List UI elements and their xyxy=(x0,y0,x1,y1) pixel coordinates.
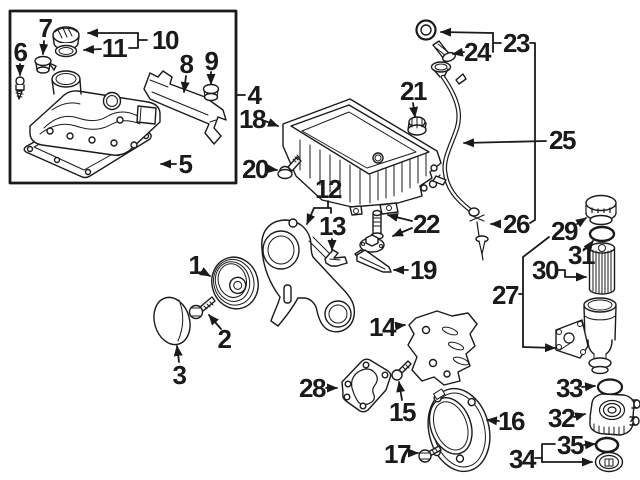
part-valve-cover xyxy=(29,62,161,156)
callout-label-12: 12 xyxy=(315,174,342,204)
callout-label-11: 11 xyxy=(101,33,128,63)
callout-label-10: 10 xyxy=(152,25,179,55)
callout-label-33: 33 xyxy=(556,373,583,403)
callout-label-30: 30 xyxy=(532,255,559,285)
callout-label-24: 24 xyxy=(464,37,491,67)
part-pulley-bolt xyxy=(188,296,216,320)
callout-label-17: 17 xyxy=(384,439,411,469)
callout-label-22: 22 xyxy=(413,209,440,239)
callout-label-19: 19 xyxy=(410,255,437,285)
callout-label-13: 13 xyxy=(319,211,346,241)
part-oil-pan xyxy=(282,98,442,216)
callout-label-27: 27 xyxy=(492,280,519,310)
callout-label-15: 15 xyxy=(389,397,416,427)
callout-label-25: 25 xyxy=(549,125,576,155)
callout-label-32: 32 xyxy=(548,403,575,433)
callout-label-34: 34 xyxy=(509,444,536,474)
part-dipstick-guide-tube xyxy=(432,73,473,213)
part-retaining-clip xyxy=(324,249,348,267)
part-dipstick-lower-tube xyxy=(468,207,489,261)
callout-label-9: 9 xyxy=(204,46,219,76)
part-cover-bolt-15 xyxy=(391,360,412,381)
part-baffle-plate xyxy=(143,70,227,145)
callout-label-14: 14 xyxy=(369,312,396,342)
callout-label-20: 20 xyxy=(242,154,269,184)
part-oil-filter-housing xyxy=(555,297,617,375)
part-vacuum-pump-plate xyxy=(341,358,392,413)
callout-label-1: 1 xyxy=(188,250,203,280)
part-filter-cap-oring xyxy=(588,225,616,243)
part-oil-filter-element xyxy=(588,242,616,295)
part-cooler-seal-cap xyxy=(594,451,624,473)
callout-label-29: 29 xyxy=(551,216,578,246)
callout-label-26: 26 xyxy=(503,209,530,239)
part-grommet xyxy=(34,55,52,74)
part-oil-pan-bolt xyxy=(277,154,302,180)
leader-lines xyxy=(15,27,596,467)
callout-label-35: 35 xyxy=(557,430,584,460)
part-oil-filler-cap xyxy=(52,26,80,51)
callout-label-6: 6 xyxy=(13,37,28,67)
callout-label-16: 16 xyxy=(498,406,525,436)
callout-label-5: 5 xyxy=(178,149,193,179)
inset-box-border xyxy=(8,9,238,185)
part-oil-cooler xyxy=(589,393,640,436)
callout-label-18: 18 xyxy=(239,104,266,134)
part-center-timing-cover xyxy=(407,310,478,386)
callout-label-7: 7 xyxy=(38,13,53,43)
part-wedge-key xyxy=(356,249,392,273)
callout-label-3: 3 xyxy=(172,360,187,390)
part-oil-filter-cap xyxy=(585,194,617,226)
callout-label-2: 2 xyxy=(217,324,232,354)
part-upper-timing-cover xyxy=(261,218,356,333)
callout-label-4: 4 xyxy=(247,80,262,110)
part-crankshaft-pulley xyxy=(211,256,259,310)
part-sealing-plug xyxy=(407,116,427,136)
part-filler-cap-seal xyxy=(54,44,78,58)
callout-label-28: 28 xyxy=(299,373,326,403)
callout-label-8: 8 xyxy=(179,49,194,79)
part-lower-timing-cover xyxy=(427,387,491,473)
inset-panel-valve-cover xyxy=(8,9,238,185)
callout-label-23: 23 xyxy=(503,28,530,58)
part-cap-nut xyxy=(202,83,220,102)
part-sealing-flange-cover xyxy=(153,296,191,346)
part-stud-bolt xyxy=(15,76,25,100)
callout-label-31: 31 xyxy=(568,240,595,270)
part-dipstick xyxy=(415,19,451,60)
callout-label-21: 21 xyxy=(400,76,427,106)
part-cover-bolt-17 xyxy=(418,445,442,463)
